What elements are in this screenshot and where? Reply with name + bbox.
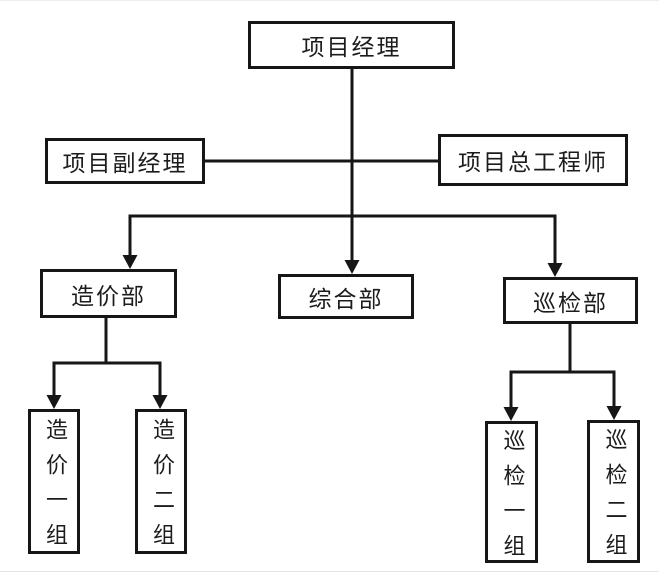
node-inspection-group-2: 巡检二组	[587, 420, 640, 568]
arrowhead-cost-dept	[122, 255, 138, 269]
arrowhead-cost-group2	[152, 395, 168, 409]
node-cost-group-1-label: 造价一组	[42, 418, 67, 558]
node-project-manager: 项目经理	[248, 21, 455, 69]
node-chief-engineer: 项目总工程师	[438, 134, 628, 186]
node-project-manager-label: 项目经理	[301, 35, 402, 61]
node-cost-dept-label: 造价部	[71, 283, 146, 310]
node-cost-group-2-label: 造价二组	[149, 418, 174, 558]
node-general-dept-label: 综合部	[308, 286, 384, 313]
node-cost-group-2: 造价二组	[135, 409, 187, 558]
node-inspection-dept-label: 巡检部	[533, 290, 608, 317]
node-inspection-group-1-label: 巡检一组	[499, 428, 525, 569]
arrowhead-cost-group1	[46, 395, 62, 409]
node-inspection-group-1: 巡检一组	[485, 421, 538, 569]
arrowhead-inspection-group2	[606, 406, 622, 420]
node-cost-dept: 造价部	[40, 269, 177, 318]
node-general-dept: 综合部	[278, 274, 414, 319]
arrowhead-general-dept	[344, 260, 360, 274]
node-deputy-manager: 项目副经理	[45, 138, 205, 184]
node-deputy-manager-label: 项目副经理	[62, 151, 188, 177]
arrowhead-inspection-dept	[547, 263, 563, 277]
node-cost-group-1: 造价一组	[28, 409, 80, 558]
node-inspection-dept: 巡检部	[503, 277, 638, 324]
node-chief-engineer-label: 项目总工程师	[458, 150, 608, 176]
node-inspection-group-2-label: 巡检二组	[601, 428, 627, 568]
arrowhead-inspection-group1	[503, 407, 519, 421]
